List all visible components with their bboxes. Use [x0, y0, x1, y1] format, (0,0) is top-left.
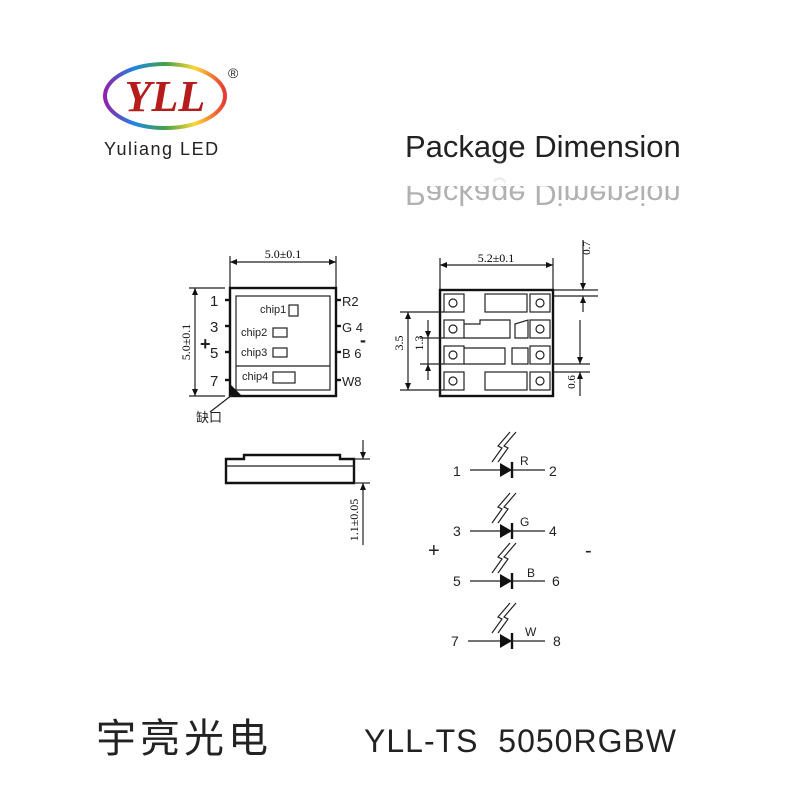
led-green: 3 G 4 [453, 492, 557, 539]
top-width-dim: 5.0±0.1 [265, 247, 302, 261]
top-height-dim: 5.0±0.1 [179, 324, 193, 361]
profile-view: 1.1±0.05 [224, 440, 370, 545]
pin-1-label: 1 [210, 293, 218, 310]
company-name: Yuliang LED [104, 139, 220, 159]
product-model: YLL-TS 5050RGBW [364, 723, 677, 759]
pin-r2-label: R2 [342, 294, 359, 309]
led-green-cathode: 4 [549, 523, 557, 539]
chip2-label: chip2 [241, 327, 267, 339]
led-red-cathode: 2 [549, 463, 557, 479]
chip1-label: chip1 [260, 304, 286, 316]
notch-label: 缺口 [196, 410, 222, 425]
led-green-anode: 3 [453, 523, 461, 539]
pin-g4-label: G 4 [342, 320, 363, 335]
pin-5-label: 5 [210, 345, 218, 362]
circuit-plus-sign: + [428, 540, 440, 562]
top-plus-sign: + [200, 334, 211, 354]
top-view: 5.0±0.1 5.0±0.1 缺口 1 3 5 7 + [179, 247, 366, 425]
led-white: 7 W 8 [451, 602, 561, 649]
pin-7-label: 7 [210, 373, 218, 390]
led-white-color: W [525, 625, 537, 639]
led-white-cathode: 8 [553, 633, 561, 649]
pad-gap-dim: 0.6 [566, 375, 578, 389]
led-blue-color: B [527, 566, 535, 580]
chip1-die [288, 304, 299, 317]
pin-b6-label: B 6 [342, 346, 362, 361]
pad-span-dim: 3.5 [392, 336, 406, 351]
registered-mark: ® [228, 65, 239, 81]
chip3-die [272, 347, 288, 358]
top-offset-dim: 0.7 [581, 241, 593, 255]
chip2-die [272, 327, 288, 338]
circuit-minus-sign: - [585, 540, 592, 562]
led-red: 1 R 2 [453, 431, 557, 479]
top-minus-sign: - [360, 330, 366, 350]
led-red-color: R [520, 454, 529, 468]
led-green-color: G [520, 515, 529, 529]
led-blue-cathode: 6 [552, 573, 560, 589]
chip4-label: chip4 [242, 371, 268, 383]
led-red-anode: 1 [453, 463, 461, 479]
company-chinese-name: 宇亮光电 [96, 717, 272, 761]
pin-w8-label: W8 [342, 374, 362, 389]
led-white-anode: 7 [451, 633, 459, 649]
pin-ticks [225, 298, 341, 382]
chip3-label: chip3 [241, 347, 267, 359]
company-logo: YLL ® [103, 62, 239, 130]
bottom-width-dim: 5.2±0.1 [478, 251, 515, 265]
logo-ring [103, 62, 227, 130]
pad-pitch-dim: 1.3 [412, 336, 426, 351]
bottom-view: 5.2±0.1 0.7 [392, 240, 598, 398]
thickness-dim: 1.1±0.05 [347, 499, 361, 542]
led-blue: 5 B 6 [453, 542, 560, 589]
led-blue-anode: 5 [453, 573, 461, 589]
logo-text: YLL [125, 72, 206, 121]
equivalent-circuit: + - 1 R 2 3 G 4 5 [428, 431, 592, 649]
chip4-die [272, 371, 296, 384]
page-title: Package Dimension [405, 129, 681, 164]
pin-3-label: 3 [210, 319, 218, 336]
